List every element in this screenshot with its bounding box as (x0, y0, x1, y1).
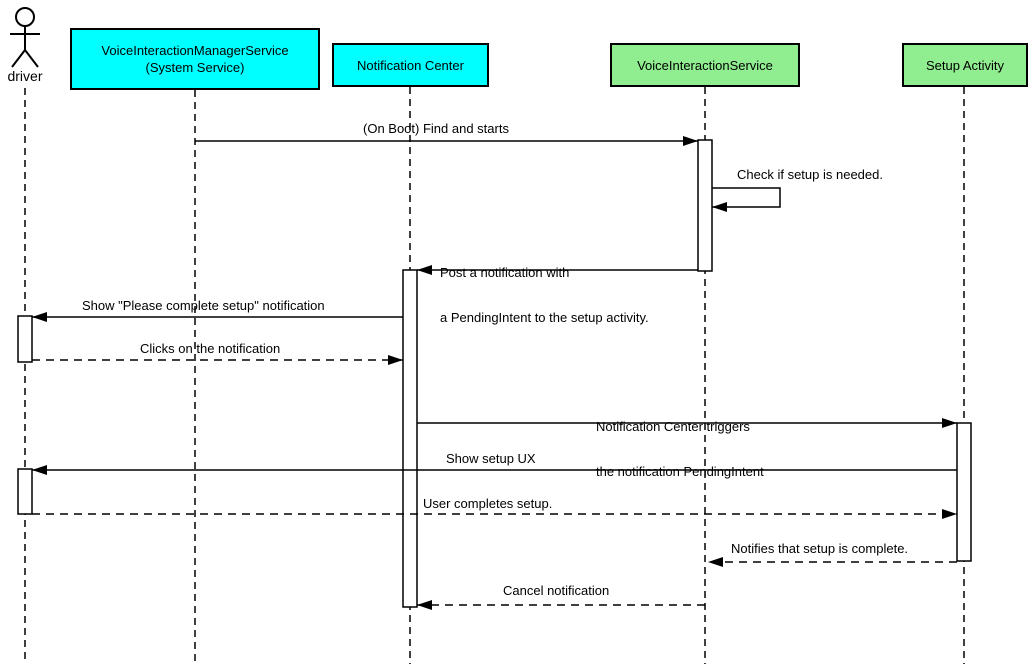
activation-bar-notification-center (402, 269, 418, 608)
activation-bar-voiceinteractionservice (697, 139, 713, 272)
message-label-clicks-notification: Clicks on the notification (140, 341, 281, 356)
actor-driver-label: driver (7, 68, 43, 84)
message-label-show-setup-ux: Show setup UX (446, 451, 536, 466)
participant-label: Setup Activity (925, 57, 1005, 73)
participant-box-setup-activity: Setup Activity (902, 43, 1028, 87)
message-label-check-setup: Check if setup is needed. (737, 167, 883, 182)
participant-label: Notification Center (357, 57, 464, 73)
participant-box-notification-center: Notification Center (332, 43, 489, 87)
message-label-cancel-notification: Cancel notification (503, 583, 610, 598)
message-label-show-notification: Show "Please complete setup" notificatio… (82, 298, 325, 313)
participant-box-voiceinteractionservice: VoiceInteractionService (610, 43, 800, 87)
message-label-user-completes-setup: User completes setup. (423, 496, 553, 511)
activation-bar-driver-2 (17, 468, 33, 515)
message-label-post-notification: Post a notification with a PendingIntent… (440, 265, 649, 325)
participant-label: VoiceInteractionService (637, 57, 773, 73)
message-label-find-and-starts: (On Boot) Find and starts (363, 121, 509, 136)
participant-box-vims: VoiceInteractionManagerService (System S… (70, 28, 320, 90)
message-arrow-check-setup-self (712, 187, 781, 212)
participant-label: VoiceInteractionManagerService (101, 43, 289, 58)
message-label-trigger-pendingintent: Notification Center triggers the notific… (596, 419, 764, 479)
participant-sublabel: (System Service) (145, 60, 245, 75)
activation-bar-setup-activity (956, 422, 972, 562)
message-label-notifies-complete: Notifies that setup is complete. (731, 541, 909, 556)
actor-driver-icon (10, 7, 40, 68)
activation-bar-driver-1 (17, 315, 33, 363)
